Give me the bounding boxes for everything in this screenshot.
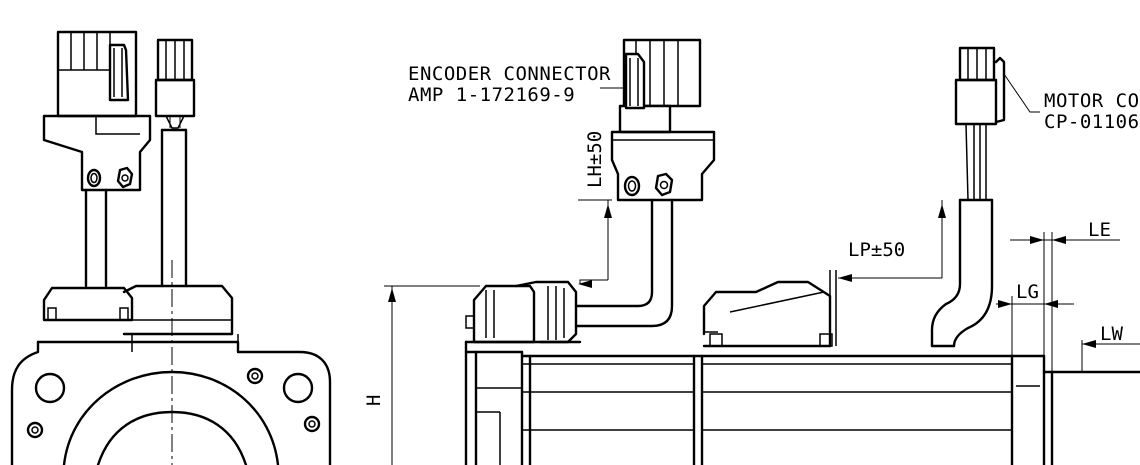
front-view: [10, 30, 332, 465]
lw-dimension-label: LW: [1100, 323, 1123, 345]
lp-dimension-label: LP±50: [848, 239, 905, 261]
lh-dimension-label: LH±50: [584, 131, 606, 188]
le-dimension-label: LE: [1088, 219, 1111, 241]
front-motor-connector: [154, 38, 196, 288]
motor-connector-part: CP-01106: [1044, 111, 1140, 133]
side-view: [384, 38, 1140, 465]
motor-connector-plug: [954, 46, 1006, 202]
motor-connector-title: MOTOR CO: [1044, 90, 1140, 112]
encoder-connector-title: ENCODER CONNECTOR: [408, 63, 611, 85]
encoder-connector-plug: [610, 38, 716, 202]
lg-dimension-label: LG: [1016, 281, 1039, 303]
encoder-connector-part: AMP 1-172169-9: [408, 84, 575, 106]
front-encoder-connector: [42, 30, 152, 288]
h-dimension-label: H: [363, 395, 385, 406]
